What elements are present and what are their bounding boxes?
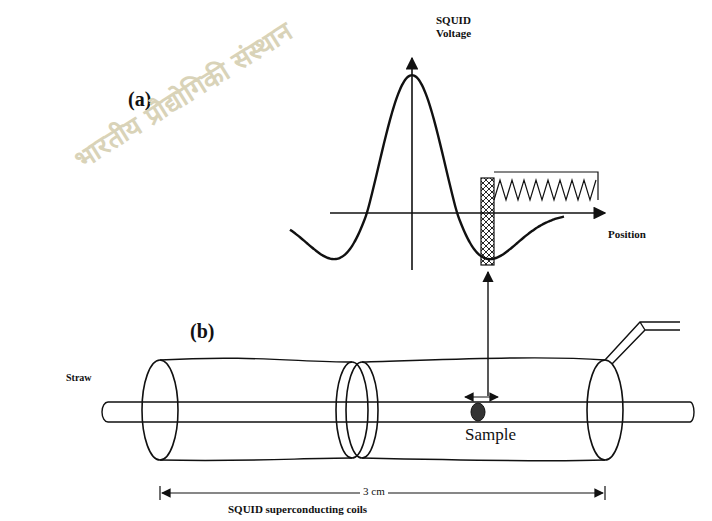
center-coil xyxy=(346,362,378,458)
axis-label: Position xyxy=(608,228,646,241)
part-label: Sample xyxy=(462,425,519,445)
left-coil xyxy=(142,360,178,460)
dimension-label: 3 cm xyxy=(360,485,388,498)
right-coil xyxy=(587,360,623,460)
axis-label: SQUID Voltage xyxy=(436,14,488,39)
dimension-tick xyxy=(604,486,605,500)
voltage-axis xyxy=(411,58,413,270)
part-label: Straw xyxy=(66,372,92,384)
motion-arrow xyxy=(465,396,498,397)
dimension-tick xyxy=(159,486,160,500)
voltage-curve xyxy=(290,75,564,259)
voltage-curve xyxy=(290,75,564,259)
watermark: भारतीय प्रौद्योगिकी संस्थान xyxy=(70,17,298,175)
panel-label: (b) xyxy=(190,320,214,343)
straw-tube xyxy=(102,402,694,422)
sample-pellet xyxy=(471,403,485,421)
wave-frame xyxy=(494,172,598,200)
triangle-wave xyxy=(494,180,596,200)
coil-windings xyxy=(160,358,605,461)
position-axis xyxy=(330,212,605,214)
hatched-column xyxy=(481,178,494,265)
triangle-wave xyxy=(494,180,596,200)
link-arrow xyxy=(487,272,488,396)
center-coil xyxy=(336,362,368,458)
coil-leads xyxy=(605,322,680,364)
caption-label: SQUID superconducting coils xyxy=(228,503,367,516)
